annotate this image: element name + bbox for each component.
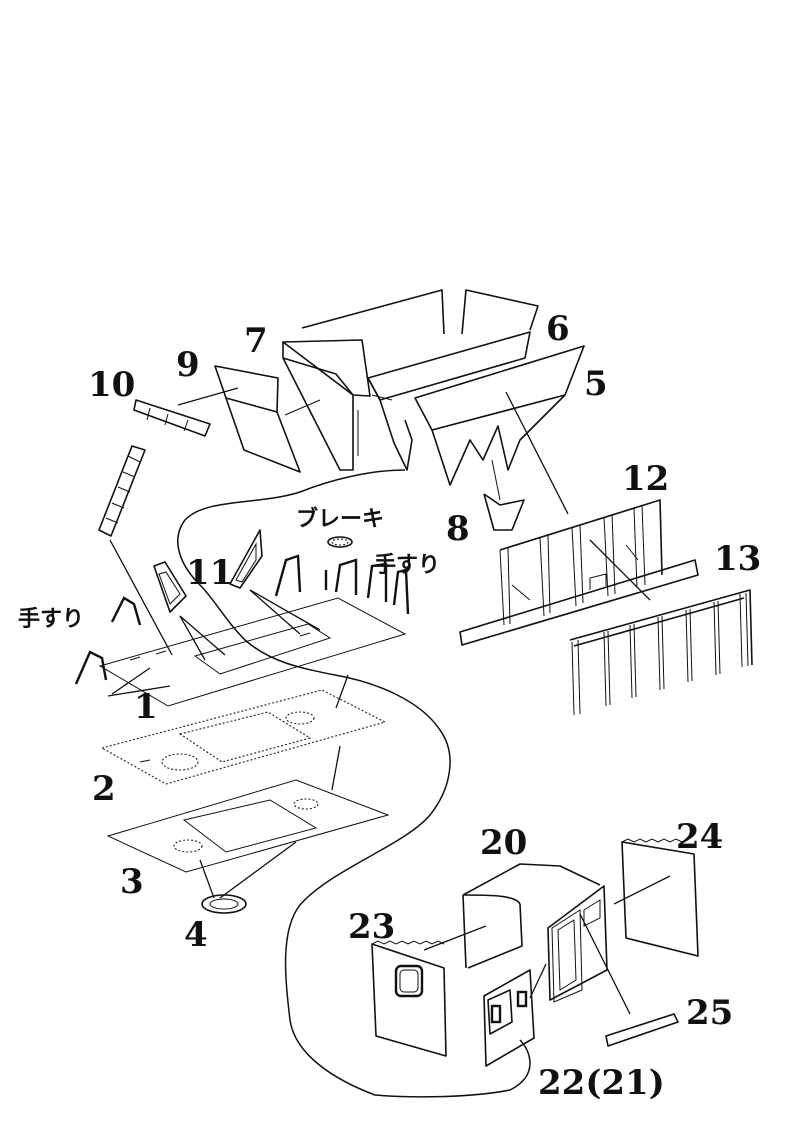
label-11: 11 (186, 553, 233, 593)
part-4-ring (201, 894, 247, 914)
part-21-cab-front (483, 969, 535, 1067)
part-10-ladder-short (133, 399, 211, 437)
handrail-right (324, 558, 410, 615)
part-13-side-frame (569, 589, 753, 716)
label-handrail-left: 手すり (18, 607, 84, 632)
part-25-strip (605, 1013, 679, 1047)
label-10: 10 (88, 365, 135, 405)
part-7-hopper-plate (282, 339, 371, 471)
leader-line (579, 913, 631, 1015)
leader-line (589, 539, 651, 601)
part-22-cab-side (547, 885, 608, 1003)
part-5-hopper-body (414, 345, 585, 486)
leader-line (249, 589, 301, 635)
label-5: 5 (584, 364, 608, 404)
label-20: 20 (480, 823, 527, 863)
leader-line (529, 963, 547, 999)
label-22-21: 22(21) (538, 1063, 665, 1103)
leader-line (331, 745, 341, 791)
leader-line (111, 667, 151, 695)
part-11-gusset-right (229, 529, 263, 589)
handrail-center (274, 554, 302, 597)
label-12: 12 (622, 459, 669, 499)
label-24: 24 (676, 817, 723, 857)
leader-line (177, 387, 239, 406)
leader-line (249, 589, 321, 631)
label-3: 3 (120, 862, 144, 902)
leader-line (109, 539, 173, 656)
part-3-base-plate (106, 779, 390, 873)
part-11-gusset-left (153, 561, 187, 613)
leader-line (613, 875, 671, 905)
leader-line (423, 925, 487, 951)
label-23: 23 (348, 907, 395, 947)
label-13: 13 (714, 539, 761, 579)
leader-line (179, 615, 206, 661)
part-6-hopper-body (367, 331, 531, 471)
leader-line (179, 615, 226, 656)
handrail-left-upper (110, 596, 142, 626)
part-8-chute (483, 459, 525, 531)
grouping-outline (177, 469, 531, 1098)
part-2-floor-plate (100, 689, 387, 785)
part-23-cab-rear (371, 940, 447, 1057)
leader-line (199, 859, 215, 899)
label-2: 2 (92, 769, 116, 809)
part-9-panel (214, 365, 301, 473)
part-10-ladder-long (98, 445, 146, 537)
brake-wheel (327, 536, 353, 548)
part-6-roof-piece (301, 289, 539, 335)
label-1: 1 (134, 687, 158, 727)
part-24-cab-wall (621, 838, 699, 957)
part-20-cab-roof (462, 863, 601, 969)
label-handrail-right: 手すり (374, 553, 440, 578)
handrail-left-lower (74, 650, 108, 685)
leader-line (335, 674, 349, 709)
leader-line (505, 391, 569, 515)
label-9: 9 (176, 345, 200, 385)
label-6: 6 (546, 309, 570, 349)
label-7: 7 (244, 321, 268, 361)
part-1-deck-plate (98, 597, 407, 707)
label-25: 25 (686, 993, 733, 1033)
leader-line (219, 841, 297, 899)
label-brake: ブレーキ (296, 506, 384, 532)
leader-line (107, 685, 171, 697)
label-8: 8 (446, 509, 470, 549)
part-12-side-frame (459, 499, 699, 646)
label-4: 4 (184, 915, 208, 955)
